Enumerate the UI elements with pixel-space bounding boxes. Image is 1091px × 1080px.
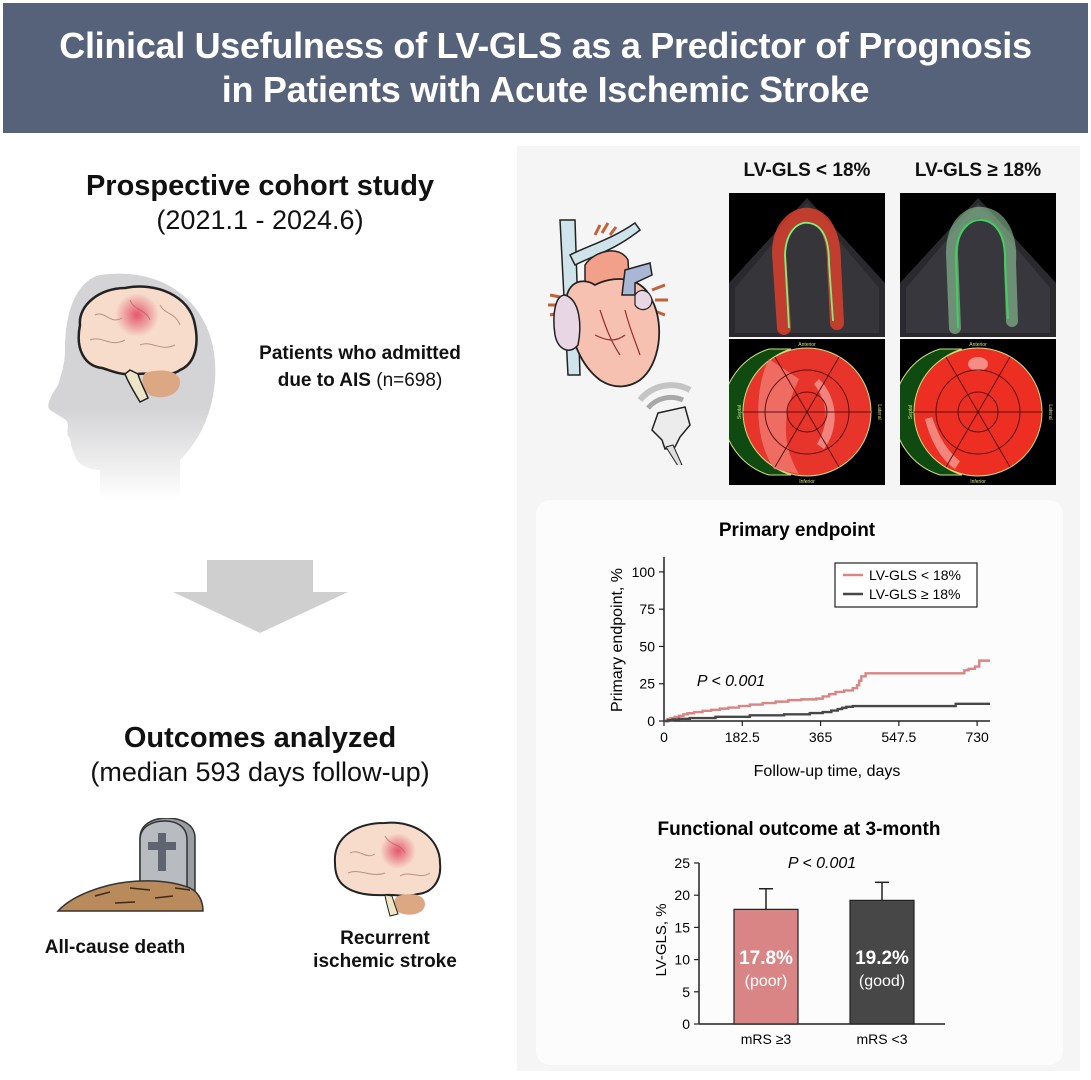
echo-title-high: LV-GLS ≥ 18% — [914, 160, 1042, 181]
km-x-tick-label: 547.5 — [881, 729, 916, 745]
bullseye-label-septal: Septal — [737, 405, 743, 419]
km-x-tick-label: 0 — [660, 729, 668, 745]
km-ylabel: Primary endpoint, % — [609, 568, 626, 712]
brain-icon — [333, 821, 442, 917]
km-y-tick-label: 100 — [632, 564, 656, 580]
bar-sub-label: (poor) — [745, 973, 788, 990]
km-legend: LV-GLS < 18% LV-GLS ≥ 18% — [834, 562, 978, 608]
bullseye-label-lateral: Lateral — [1047, 404, 1053, 419]
km-xlabel: Follow-up time, days — [754, 763, 901, 780]
bullseye-label-inferior: Inferior — [799, 479, 815, 485]
km-chart: Primary endpoint 0 25 50 75 100 0 182.5 365 547.… — [609, 520, 990, 780]
bar-y-tick-label: 10 — [674, 952, 690, 968]
km-y-tick-label: 25 — [639, 676, 655, 692]
legend-label-high: LV-GLS ≥ 18% — [869, 586, 960, 602]
outcomes-heading: Outcomes analyzed — [123, 722, 397, 754]
bar-p-value: P < 0.001 — [788, 855, 856, 872]
strain-curve — [771, 207, 844, 335]
heart-icon — [548, 219, 668, 388]
bar-ylabel: LV-GLS, % — [653, 903, 670, 976]
bar-category-label: mRS ≥3 — [741, 1031, 792, 1047]
study-period: (2021.1 - 2024.6) — [156, 205, 364, 235]
title-line-1: Clinical Usefulness of LV-GLS as a Predi… — [59, 25, 1032, 66]
bar-category-label: mRS <3 — [857, 1031, 908, 1047]
down-arrow-icon — [173, 560, 348, 633]
bar-mrs-poor — [733, 908, 799, 1025]
bullseye-label-anterior: Anterior — [969, 342, 987, 348]
km-line-low-gls — [664, 659, 990, 723]
legend-label-low: LV-GLS < 18% — [869, 567, 961, 583]
bullseye-label-septal: Septal — [908, 405, 914, 419]
echo-title-low: LV-GLS < 18% — [743, 160, 871, 181]
outcome-recurrent-line-1: Recurrent — [340, 928, 430, 949]
title-line-2: in Patients with Acute Ischemic Stroke — [221, 69, 870, 110]
bar-y-tick-label: 15 — [674, 919, 690, 935]
km-x-tick-label: 365 — [809, 729, 833, 745]
bar-y-tick-label: 5 — [682, 984, 690, 1000]
bar-y-tick-label: 20 — [674, 887, 690, 903]
km-p-value: P < 0.001 — [697, 673, 765, 690]
bar-sub-label: (good) — [859, 973, 905, 990]
bullseye-high-gls: Anterior Inferior Septal Lateral — [900, 339, 1056, 485]
bar-value-label: 17.8% — [739, 948, 793, 969]
km-y-tick-label: 0 — [647, 713, 655, 729]
bar-chart: Functional outcome at 3-month 0 5 10 15 20 25… — [653, 819, 945, 1047]
echo-image-low-gls — [729, 193, 885, 337]
population-ais: due to AIS — [277, 370, 371, 391]
study-heading: Prospective cohort study — [85, 170, 435, 202]
bar-mrs-good — [849, 899, 915, 1025]
bullseye-label-inferior: Inferior — [970, 479, 986, 485]
heart-ultrasound-illustration — [548, 219, 692, 465]
outcome-recurrent-stroke: Recurrent ischemic stroke — [300, 927, 470, 973]
population-text: Patients who admitted due to AIS (n=698) — [235, 340, 485, 394]
brain-cerebellum — [142, 370, 180, 398]
bar-title: Functional outcome at 3-month — [658, 819, 941, 840]
gravestone-icon — [56, 818, 204, 912]
km-y-tick-label: 75 — [639, 601, 655, 617]
title-banner: Clinical Usefulness of LV-GLS as a Predi… — [3, 3, 1088, 133]
km-x-tick-label: 182.5 — [725, 729, 760, 745]
bar-y-tick-label: 0 — [682, 1016, 690, 1032]
bullseye-label-anterior: Anterior — [798, 342, 816, 348]
bar-value-label: 19.2% — [855, 948, 909, 969]
bullseye-low-gls: Anterior Inferior Septal Lateral — [729, 339, 885, 485]
bullseye-label-lateral: Lateral — [876, 404, 882, 419]
km-title: Primary endpoint — [719, 520, 876, 541]
bar-y-tick-label: 25 — [674, 855, 690, 871]
km-y-tick-label: 50 — [639, 638, 655, 654]
outcomes-followup: (median 593 days follow-up) — [90, 757, 430, 787]
strain-curve — [945, 206, 1018, 334]
outcome-recurrent-line-2: ischemic stroke — [313, 951, 457, 972]
head-brain-illustration — [48, 273, 216, 500]
outcome-all-cause-death: All-cause death — [44, 937, 186, 958]
brain-stem — [124, 369, 149, 403]
ultrasound-probe-icon — [637, 382, 692, 465]
km-line-high-gls — [664, 702, 990, 723]
population-line-1: Patients who admitted — [259, 343, 461, 364]
population-n: (n=698) — [376, 370, 443, 391]
echo-image-high-gls — [900, 193, 1056, 337]
km-x-tick-label: 730 — [965, 729, 989, 745]
